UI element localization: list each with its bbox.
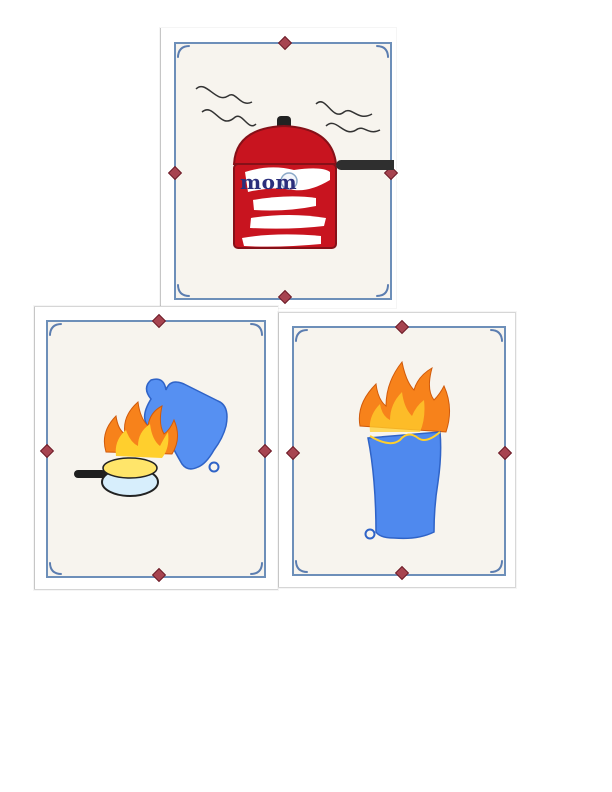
card-oven-mitt-pot: [34, 306, 278, 590]
pot-label: mom: [240, 170, 298, 194]
pressure-cooker-icon: [195, 86, 394, 249]
picture-frame: [39, 313, 273, 583]
card-edge: [278, 312, 279, 588]
frame-corner-ornaments: [294, 328, 504, 574]
card-pressure-cooker: mom: [160, 28, 399, 308]
frame-corner-ornaments: [176, 44, 390, 298]
burning-mitt-icon: [358, 360, 450, 540]
oven-mitt-pot-icon: [74, 378, 228, 497]
card-edge: [34, 306, 278, 307]
frame-corner-ornaments: [48, 322, 264, 576]
card-edge: [34, 589, 278, 590]
card-edge: [515, 312, 516, 588]
picture-frame: [285, 319, 513, 581]
card-edge: [34, 306, 35, 590]
picture-frame: mom: [167, 35, 399, 305]
card-edge: [160, 28, 161, 308]
card-edge: [278, 312, 516, 313]
card-edge: [278, 587, 516, 588]
card-burning-mitt: [278, 312, 516, 588]
